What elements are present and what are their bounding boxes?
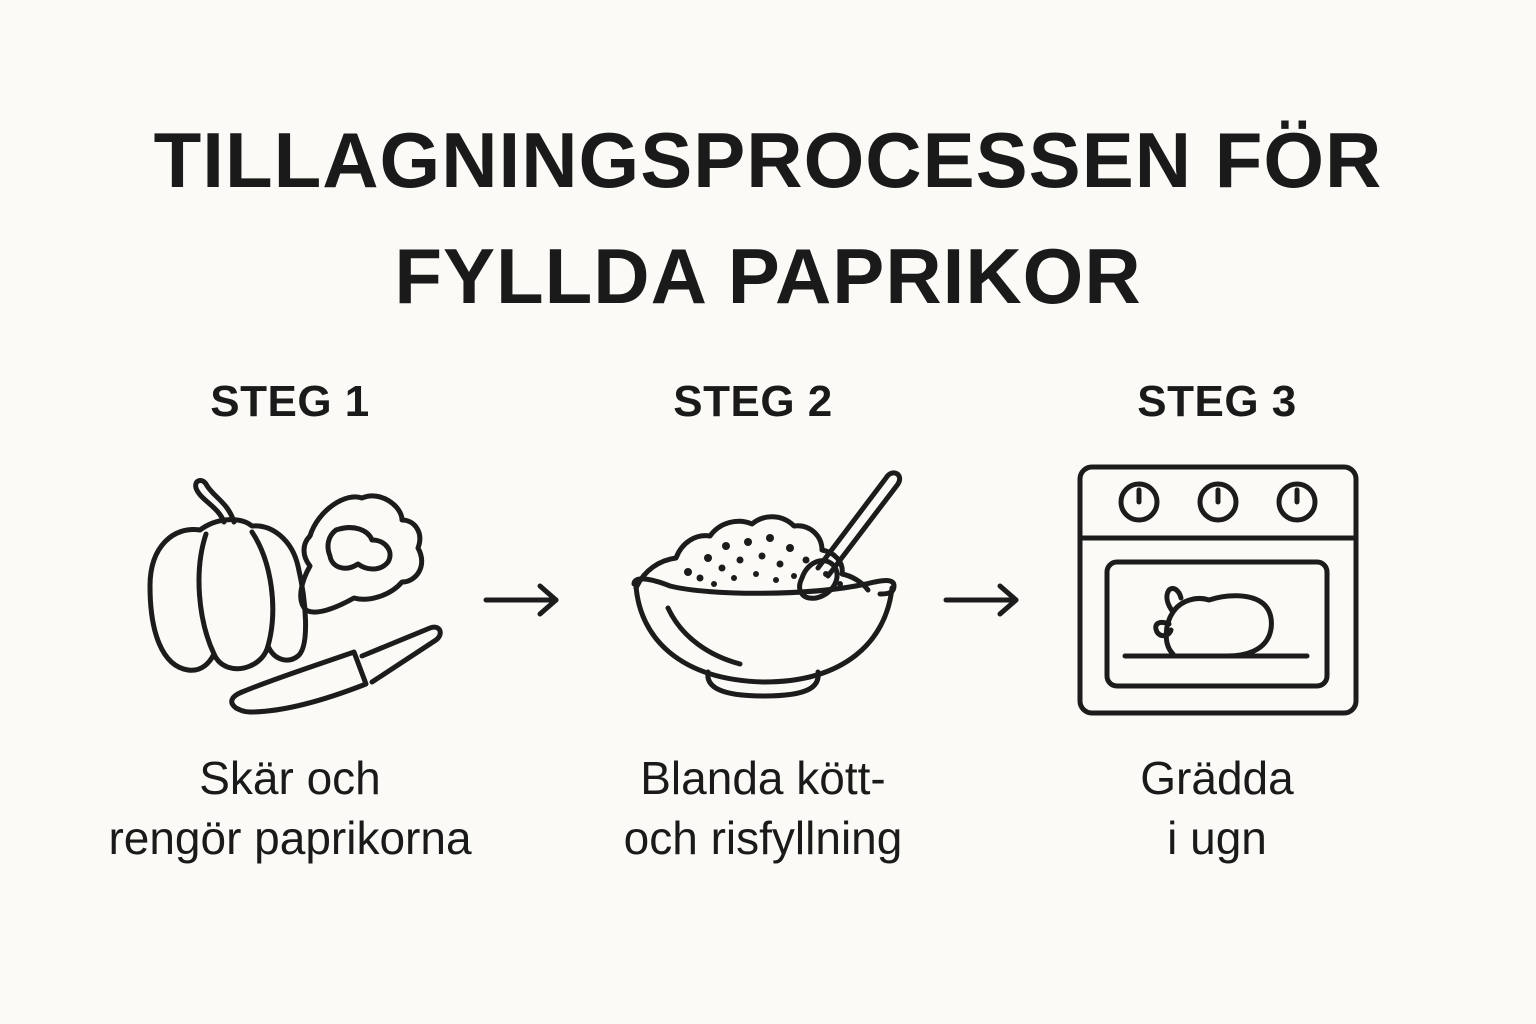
title-line-2: FYLLDA PAPRIKOR — [394, 232, 1142, 320]
arrow-right-icon — [943, 583, 1019, 617]
bowl-spoon-icon — [631, 470, 902, 699]
step-1-caption: Skär och rengör paprikorna — [108, 752, 472, 864]
step-3-label: STEG 3 — [1137, 377, 1297, 426]
page-title: TILLAGNINGSPROCESSEN FÖR FYLLDA PAPRIKOR — [0, 102, 1536, 334]
step-2-label: STEG 2 — [673, 377, 833, 426]
pepper-knife-icon — [147, 478, 443, 715]
step-2-caption: Blanda kött- och risfyllning — [623, 752, 903, 864]
step-1-label: STEG 1 — [210, 377, 370, 426]
oven-icon — [1077, 464, 1359, 716]
step-3-caption: Grädda i ugn — [1140, 752, 1294, 864]
arrow-right-icon — [483, 583, 559, 617]
title-line-1: TILLAGNINGSPROCESSEN FÖR — [153, 116, 1383, 204]
